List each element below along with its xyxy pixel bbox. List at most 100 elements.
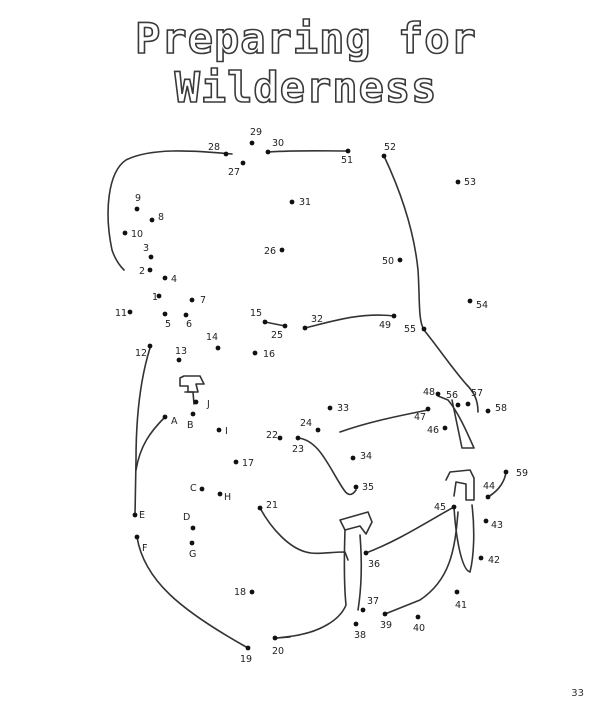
dot-label: G — [189, 549, 196, 560]
dot-27: 27 — [228, 160, 246, 178]
dot-marker — [279, 247, 285, 253]
dot-marker — [148, 254, 154, 260]
dot-label: F — [142, 543, 147, 554]
dot-label: 44 — [483, 481, 495, 492]
dot-marker — [485, 494, 491, 500]
dot-label: 47 — [414, 412, 426, 423]
dot-7: 7 — [189, 295, 206, 306]
dot-20: 20 — [272, 635, 284, 657]
dot-marker — [345, 148, 351, 154]
dot-marker — [189, 540, 195, 546]
dot-marker — [295, 435, 301, 441]
dot-marker — [350, 455, 356, 461]
dot-marker — [485, 408, 491, 414]
dot-label: B — [187, 420, 194, 431]
dot-58: 58 — [485, 403, 507, 414]
dot-label: A — [171, 416, 178, 427]
dot-marker — [382, 611, 388, 617]
dot-marker — [189, 297, 195, 303]
dot-32: 32 — [302, 314, 323, 331]
dot-marker — [397, 257, 403, 263]
dot-marker — [190, 525, 196, 531]
dot-23: 23 — [292, 435, 304, 455]
dot-marker — [265, 149, 271, 155]
dot-47: 47 — [414, 406, 431, 423]
dot-label: 55 — [404, 324, 416, 335]
dot-33: 33 — [327, 403, 349, 414]
dot-label: 35 — [362, 482, 374, 493]
dot-label: 34 — [360, 451, 372, 462]
dot-marker — [327, 405, 333, 411]
dot-54: 54 — [467, 298, 488, 311]
dot-label: 5 — [165, 319, 171, 330]
dot-label: 36 — [368, 559, 380, 570]
dot-28: 28 — [208, 142, 229, 157]
dot-marker — [156, 293, 162, 299]
dot-label: 12 — [135, 348, 147, 359]
dot-label: 43 — [491, 520, 503, 531]
dot-24: 24 — [300, 418, 321, 433]
dot-label: 46 — [427, 425, 439, 436]
dot-label: 29 — [250, 127, 262, 138]
dot-marker — [478, 555, 484, 561]
dot-marker — [162, 275, 168, 281]
dot-marker — [425, 406, 431, 412]
dot-3: 3 — [143, 243, 154, 260]
dot-45: 45 — [434, 502, 457, 513]
dot-35: 35 — [353, 482, 374, 493]
dot-43: 43 — [483, 518, 503, 531]
dot-48: 48 — [423, 387, 441, 398]
dot-42: 42 — [478, 555, 500, 566]
dot-label: 13 — [175, 346, 187, 357]
dot-label: 6 — [186, 319, 192, 330]
dot-marker — [315, 427, 321, 433]
dot-marker — [134, 206, 140, 212]
dot-label: H — [224, 492, 231, 503]
dot-marker — [451, 504, 457, 510]
dot-marker — [217, 491, 223, 497]
dot-label: 50 — [382, 256, 394, 267]
dot-marker — [381, 153, 387, 159]
dot-label: 38 — [354, 630, 366, 641]
dot-marker — [363, 550, 369, 556]
dot-marker — [415, 614, 421, 620]
dot-30: 30 — [265, 138, 284, 155]
dot-marker — [435, 391, 441, 397]
dot-h: H — [217, 491, 231, 503]
dot-label: J — [206, 399, 210, 410]
dot-marker — [233, 459, 239, 465]
pre-drawn-lines — [107, 149, 507, 649]
dot-52: 52 — [381, 142, 396, 159]
dot-marker — [149, 217, 155, 223]
dot-marker — [353, 484, 359, 490]
dot-label: 24 — [300, 418, 312, 429]
dot-marker — [134, 534, 140, 540]
dot-label: 3 — [143, 243, 149, 254]
dot-label: 14 — [206, 332, 218, 343]
dot-marker — [360, 607, 366, 613]
dot-label: 4 — [171, 274, 177, 285]
dot-marker — [223, 151, 229, 157]
dot-marker — [183, 312, 189, 318]
dot-a: A — [162, 414, 178, 427]
dot-49: 49 — [379, 313, 397, 331]
dot-19: 19 — [240, 645, 252, 665]
dot-label: 23 — [292, 444, 304, 455]
dot-j: J — [193, 399, 210, 410]
page-number: 33 — [571, 688, 584, 699]
dot-label: 54 — [476, 300, 488, 311]
dot-label: 53 — [464, 177, 476, 188]
dot-39: 39 — [380, 611, 392, 631]
dot-i: I — [216, 426, 228, 437]
dot-marker — [353, 621, 359, 627]
dot-label: 58 — [495, 403, 507, 414]
dot-marker — [193, 399, 199, 405]
dot-label: 16 — [263, 349, 275, 360]
dot-marker — [215, 345, 221, 351]
dot-1: 1 — [152, 292, 162, 303]
dot-label: 20 — [272, 646, 284, 657]
dot-marker — [272, 635, 278, 641]
